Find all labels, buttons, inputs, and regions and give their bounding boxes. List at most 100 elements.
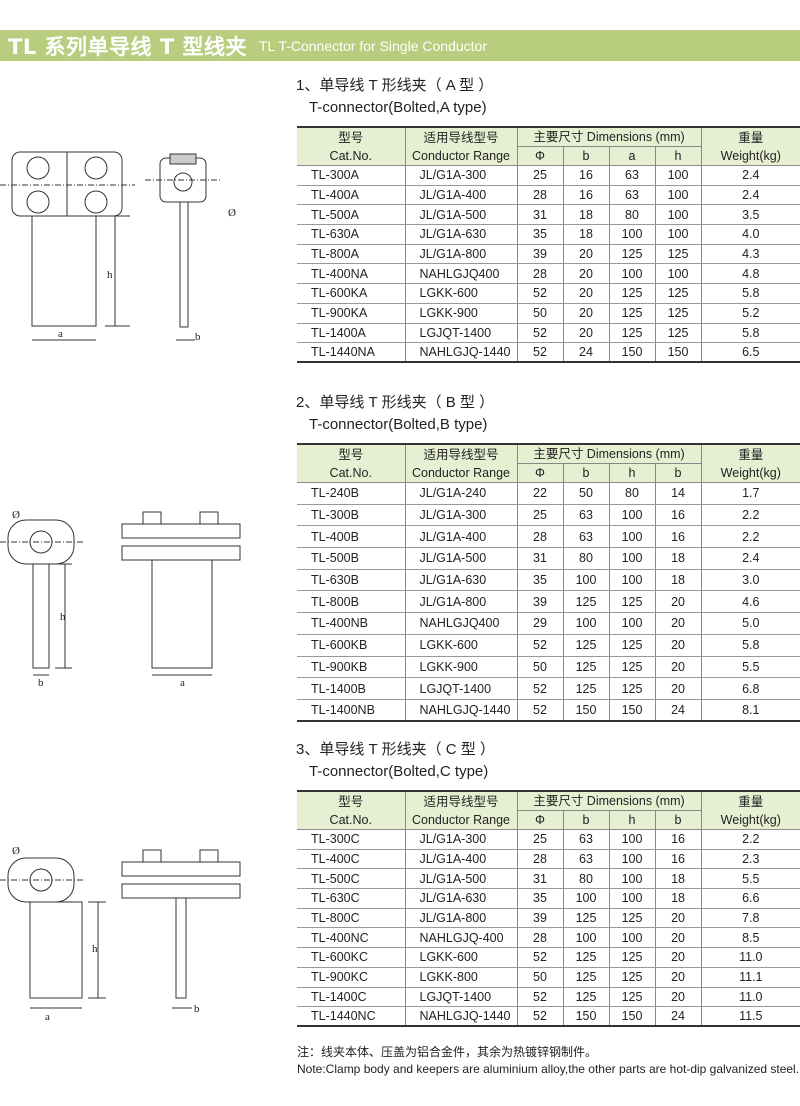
weight-cell: 6.6: [700, 888, 800, 909]
conductor-cell: LGKK-600: [404, 947, 518, 968]
dim-cell: 100: [608, 829, 656, 850]
header-weight-en: Weight(kg): [720, 812, 781, 827]
dim-cell: 20: [562, 323, 610, 344]
dim-label-h: h: [60, 611, 66, 623]
header-cond-en: Conductor Range: [412, 812, 510, 827]
weight-cell: 5.8: [700, 283, 800, 304]
dim-cell: 63: [608, 165, 656, 186]
cat-no-cell: TL-500C: [297, 868, 406, 890]
phi-cell: 35: [516, 888, 564, 909]
phi-cell: 39: [516, 244, 564, 265]
dim-cell: 18: [562, 204, 610, 226]
dim-cell: 125: [562, 908, 610, 929]
dim-cell: 20: [654, 677, 702, 700]
dim-label-h: h: [92, 943, 98, 955]
cat-no-cell: TL-900KC: [297, 967, 406, 988]
dim-cell: 20: [562, 303, 610, 324]
weight-cell: 2.2: [700, 829, 800, 850]
cat-no-cell: TL-900KB: [297, 656, 406, 679]
weight-cell: 3.5: [700, 204, 800, 226]
header-dimensions: 主要尺寸 Dimensions (mm): [516, 790, 702, 811]
conductor-cell: NAHLGJQ-1440: [404, 342, 518, 364]
title-banner: TL 系列单导线 T 型线夹 TL T-Connector for Single…: [0, 30, 800, 61]
cat-no-cell: TL-600KB: [297, 634, 406, 657]
cat-no-cell: TL-240B: [297, 482, 406, 505]
dim-cell: 16: [654, 849, 702, 870]
weight-cell: 4.3: [700, 244, 800, 265]
conductor-cell: NAHLGJQ-1440: [404, 699, 518, 723]
dim-cell: 18: [654, 868, 702, 890]
dim-cell: 125: [654, 283, 702, 304]
header-weight-en: Weight(kg): [720, 465, 781, 480]
dim-cell: 100: [608, 612, 656, 635]
section-title-cn: 2、单导线 T 形线夹（ B 型 ）: [296, 394, 495, 411]
cat-no-cell: TL-1440NC: [297, 1006, 406, 1028]
weight-cell: 5.2: [700, 303, 800, 324]
header-dim-col: b: [654, 810, 702, 830]
dim-cell: 100: [654, 185, 702, 206]
weight-cell: 7.8: [700, 908, 800, 929]
dim-label-phi: Ø: [228, 207, 236, 219]
header-cond-en: Conductor Range: [412, 148, 510, 163]
phi-cell: 50: [516, 303, 564, 324]
dim-label-h: h: [107, 269, 113, 281]
dim-cell: 150: [562, 699, 610, 723]
weight-cell: 2.4: [700, 165, 800, 186]
conductor-cell: LGJQT-1400: [404, 323, 518, 344]
header-cond-cn: 适用导线型号: [423, 130, 499, 145]
header-weight-cn: 重量: [738, 794, 764, 809]
conductor-cell: JL/G1A-400: [404, 185, 518, 206]
cat-no-cell: TL-600KC: [297, 947, 406, 968]
weight-cell: 5.8: [700, 323, 800, 344]
weight-cell: 4.8: [700, 263, 800, 285]
phi-cell: 52: [516, 1006, 564, 1028]
header-conductor: 适用导线型号 Conductor Range: [404, 126, 518, 166]
phi-cell: 31: [516, 547, 564, 570]
conductor-cell: JL/G1A-500: [404, 547, 518, 570]
phi-cell: 25: [516, 165, 564, 186]
cat-no-cell: TL-400NB: [297, 612, 406, 635]
dim-cell: 100: [608, 504, 656, 527]
dim-cell: 20: [562, 283, 610, 304]
dim-label-b: b: [194, 1003, 200, 1015]
dim-cell: 100: [562, 888, 610, 909]
conductor-cell: JL/G1A-800: [404, 590, 518, 614]
dim-cell: 125: [608, 908, 656, 929]
conductor-cell: JL/G1A-800: [404, 244, 518, 265]
header-cat-cn: 型号: [338, 130, 364, 145]
dim-cell: 20: [654, 987, 702, 1008]
dim-cell: 80: [562, 868, 610, 890]
weight-cell: 3.0: [700, 569, 800, 592]
dim-label-a: a: [180, 677, 185, 689]
phi-cell: 28: [516, 263, 564, 285]
dim-cell: 100: [608, 849, 656, 870]
phi-cell: 28: [516, 525, 564, 549]
cat-no-cell: TL-800C: [297, 908, 406, 929]
weight-cell: 8.1: [700, 699, 800, 723]
dim-cell: 20: [654, 612, 702, 635]
dim-cell: 150: [608, 342, 656, 364]
dim-cell: 125: [608, 590, 656, 614]
header-cat-cn: 型号: [338, 447, 364, 462]
cat-no-cell: TL-1400C: [297, 987, 406, 1008]
header-cond-en: Conductor Range: [412, 465, 510, 480]
dim-cell: 18: [562, 224, 610, 245]
dim-label-b: b: [38, 677, 44, 689]
conductor-cell: JL/G1A-300: [404, 165, 518, 186]
dim-cell: 125: [562, 967, 610, 988]
conductor-cell: NAHLGJQ-400: [404, 927, 518, 949]
